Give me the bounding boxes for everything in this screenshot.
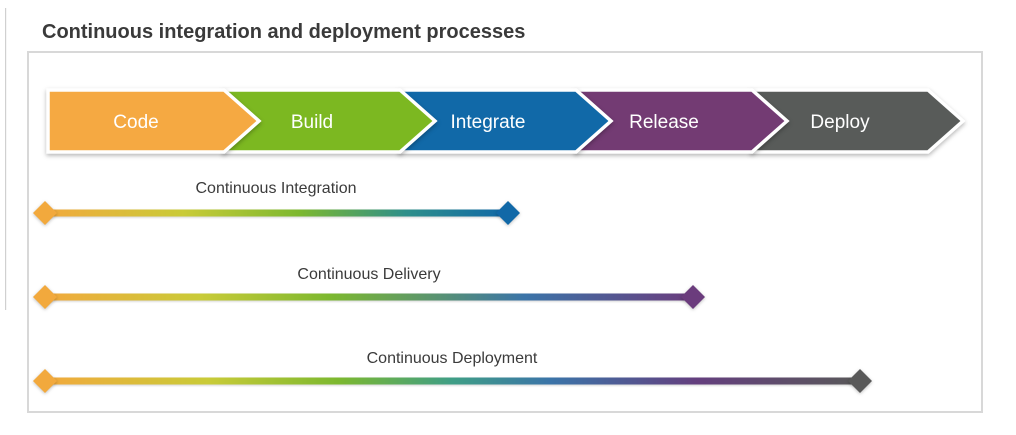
deployment-gradient-line (45, 377, 860, 385)
screen-edge-line (5, 8, 7, 310)
integration-end-diamond (496, 201, 520, 225)
process-continuous-delivery: Continuous Delivery (33, 266, 705, 309)
stage-label-release: Release (629, 112, 699, 133)
deployment-end-diamond (848, 369, 872, 393)
stage-label-integrate: Integrate (451, 112, 526, 133)
stage-chevron-code: Code (46, 88, 262, 154)
deployment-start-diamond (33, 369, 57, 393)
integration-gradient-line (45, 209, 508, 217)
page-title: Continuous integration and deployment pr… (42, 21, 525, 43)
delivery-start-diamond (33, 285, 57, 309)
delivery-gradient-line (45, 293, 693, 301)
stage-label-deploy: Deploy (810, 112, 870, 133)
stage-chevron-deploy: Deploy (750, 88, 966, 154)
code-chevron-shape (46, 88, 262, 154)
process-continuous-integration: Continuous Integration (33, 180, 520, 225)
delivery-end-diamond (681, 285, 705, 309)
stage-flow: Deploy Release Integrate Build Code (46, 88, 966, 154)
stage-label-code: Code (113, 112, 158, 133)
process-continuous-deployment: Continuous Deployment (33, 350, 872, 393)
integration-start-diamond (33, 201, 57, 225)
process-label-deployment: Continuous Deployment (367, 350, 538, 367)
process-label-delivery: Continuous Delivery (297, 266, 440, 283)
stage-label-build: Build (291, 112, 333, 133)
stage-chevron-build: Build (222, 88, 438, 154)
process-label-integration: Continuous Integration (196, 180, 357, 197)
